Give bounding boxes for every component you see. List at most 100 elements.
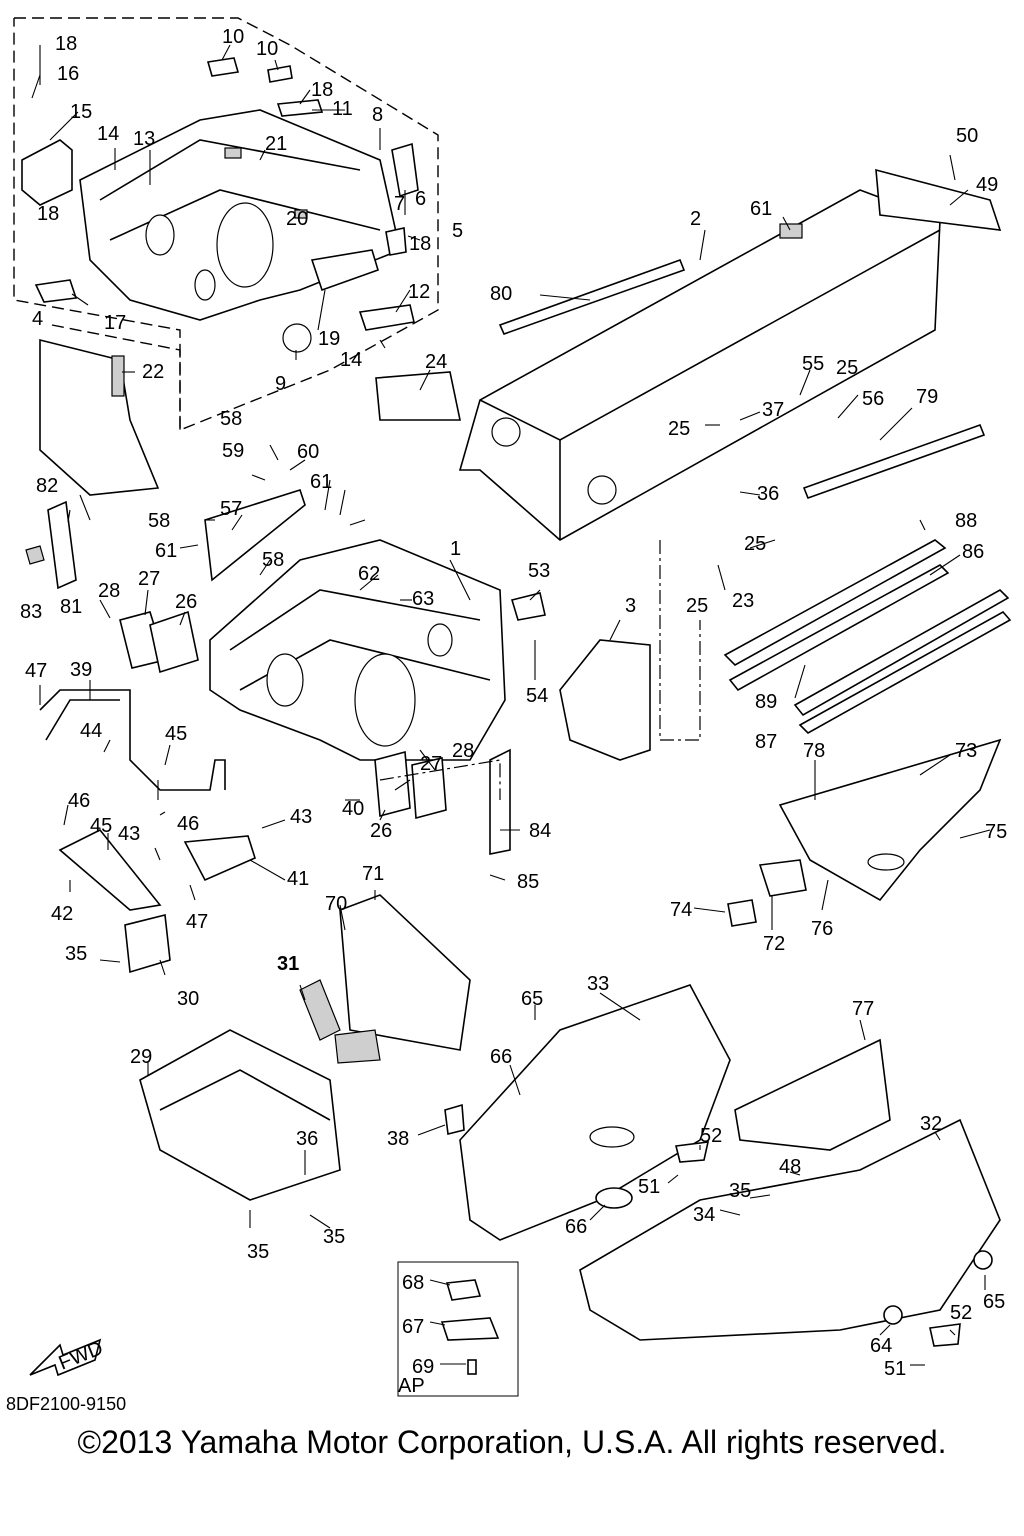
callout-61: 61 (750, 198, 772, 220)
callout-62: 62 (358, 563, 380, 585)
callout-28: 28 (452, 740, 474, 762)
callout-77: 77 (852, 998, 874, 1020)
callout-4: 4 (32, 308, 43, 330)
callout-10: 10 (222, 26, 244, 48)
callout-74: 74 (670, 899, 692, 921)
callout-35: 35 (247, 1241, 269, 1263)
callout-88: 88 (955, 510, 977, 532)
callout-35: 35 (65, 943, 87, 965)
callout-26: 26 (370, 820, 392, 842)
copyright-notice: ©2013 Yamaha Motor Corporation, U.S.A. A… (77, 1424, 947, 1460)
main-frame (119, 489, 506, 820)
front-bumper (39, 689, 256, 974)
callout-22: 22 (142, 361, 164, 383)
callout-21: 21 (265, 133, 287, 155)
callout-8: 8 (372, 104, 383, 126)
callout-84: 84 (529, 820, 551, 842)
callout-28: 28 (98, 580, 120, 602)
callout-72: 72 (763, 933, 785, 955)
callout-50: 50 (956, 125, 978, 147)
callout-73: 73 (955, 740, 977, 762)
callout-7: 7 (394, 193, 405, 215)
callout-25: 25 (836, 357, 858, 379)
callout-76: 76 (811, 918, 833, 940)
callout-58: 58 (262, 549, 284, 571)
callout-86: 86 (962, 541, 984, 563)
callout-42: 42 (51, 903, 73, 925)
callout-54: 54 (526, 685, 548, 707)
callout-24: 24 (425, 351, 447, 373)
callout-23: 23 (732, 590, 754, 612)
callout-44: 44 (80, 720, 102, 742)
callout-61: 61 (310, 471, 332, 493)
callout-49: 49 (976, 174, 998, 196)
callout-16: 16 (57, 63, 79, 85)
callout-25: 25 (686, 595, 708, 617)
callout-43: 43 (290, 806, 312, 828)
callout-36: 36 (757, 483, 779, 505)
callout-63: 63 (412, 588, 434, 610)
callout-69: 69 (412, 1356, 434, 1378)
callout-30: 30 (177, 988, 199, 1010)
callout-3: 3 (625, 595, 636, 617)
callout-labels: 1234567891010111213141415161718181818192… (0, 0, 1007, 1380)
callout-31: 31 (277, 953, 299, 975)
rails (723, 539, 1012, 734)
fwd-label: FWD (56, 1337, 106, 1374)
rear-flap (727, 738, 1002, 927)
callout-45: 45 (165, 723, 187, 745)
callout-59: 59 (222, 440, 244, 462)
ap-inset: AP (397, 1261, 519, 1397)
callout-35: 35 (729, 1180, 751, 1202)
callout-48: 48 (779, 1156, 801, 1178)
callout-87: 87 (755, 731, 777, 753)
callout-18: 18 (55, 33, 77, 55)
callout-25: 25 (668, 418, 690, 440)
callout-52: 52 (700, 1125, 722, 1147)
right-mid-parts (379, 540, 701, 855)
callout-82: 82 (36, 475, 58, 497)
callout-32: 32 (920, 1113, 942, 1135)
callout-70: 70 (325, 893, 347, 915)
callout-13: 13 (133, 128, 155, 150)
callout-78: 78 (803, 740, 825, 762)
callout-12: 12 (408, 281, 430, 303)
left-panel (25, 324, 181, 590)
callout-40: 40 (342, 798, 364, 820)
callout-85: 85 (517, 871, 539, 893)
callout-67: 67 (402, 1316, 424, 1338)
callout-38: 38 (387, 1128, 409, 1150)
callout-60: 60 (297, 441, 319, 463)
callout-65: 65 (521, 988, 543, 1010)
callout-9: 9 (275, 373, 286, 395)
callout-14: 14 (97, 123, 119, 145)
inset-label: AP (398, 1375, 425, 1397)
callout-89: 89 (0, 0, 22, 5)
callout-5: 5 (452, 220, 463, 242)
callout-34: 34 (693, 1204, 715, 1226)
callout-52: 52 (950, 1302, 972, 1324)
callout-37: 37 (762, 399, 784, 421)
callout-47: 47 (25, 660, 47, 682)
callout-25: 25 (744, 533, 766, 555)
leaders (31, 44, 991, 1366)
callout-43: 43 (118, 823, 140, 845)
callout-80: 80 (490, 283, 512, 305)
callout-27: 27 (420, 753, 442, 775)
callout-57: 57 (220, 498, 242, 520)
callout-47: 47 (186, 911, 208, 933)
callout-18: 18 (311, 79, 333, 101)
callout-1: 1 (450, 538, 461, 560)
callout-83: 83 (20, 601, 42, 623)
callout-58: 58 (148, 510, 170, 532)
callout-51: 51 (638, 1176, 660, 1198)
callout-14: 14 (340, 349, 362, 371)
callout-18: 18 (409, 233, 431, 255)
callout-29: 29 (130, 1046, 152, 1068)
callout-58: 58 (220, 408, 242, 430)
fwd-arrow: FWD (29, 1337, 106, 1377)
callout-66: 66 (565, 1216, 587, 1238)
callout-46: 46 (177, 813, 199, 835)
callout-2: 2 (690, 208, 701, 230)
callout-55: 55 (802, 353, 824, 375)
